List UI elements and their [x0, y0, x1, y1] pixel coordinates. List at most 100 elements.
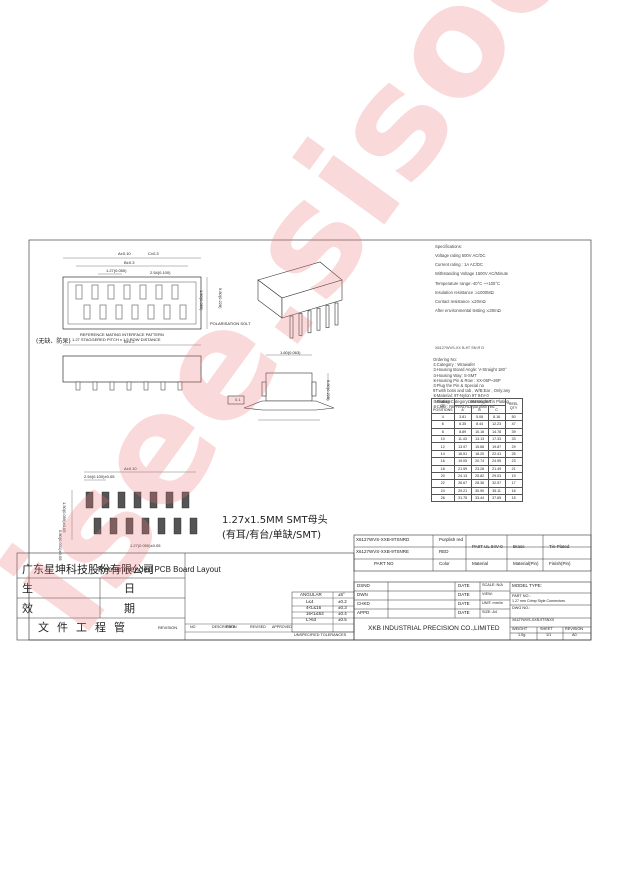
- pcb-pad: [149, 491, 158, 509]
- spec-line: Contact resistance :≤20mΩ: [435, 299, 486, 304]
- dim-cell: 21.49: [487, 464, 506, 473]
- dim-cell: 12.23: [487, 420, 506, 429]
- parts-header: Material(Pin): [513, 561, 539, 566]
- top-pin: [91, 284, 99, 300]
- tol-footer: UNSPECIFIED TOLERANCES: [294, 633, 347, 637]
- dim-cell: 29.21: [453, 486, 472, 496]
- side-view: [227, 354, 335, 421]
- dim-cell: 30.90: [470, 486, 489, 496]
- dim-cell: 33.44: [470, 494, 489, 503]
- parts-header: Color: [439, 561, 450, 566]
- interface-note: REFERENCE MATING INTERFACE PATTERN: [80, 332, 164, 337]
- stamp-ri: 日: [124, 582, 135, 595]
- tb-weight: WEIGHT: [512, 627, 528, 631]
- product-subtitle: (有耳/有台/单缺/SMT): [222, 530, 321, 541]
- dim-cell: 12: [431, 442, 455, 451]
- iso-pin: [289, 315, 294, 339]
- front-foot: [177, 381, 183, 391]
- parts-cell: X6127WVS-XXB-9TSNRD: [356, 537, 410, 542]
- ordering-line: ②Housing Board Angle: V-Straight 180°: [433, 367, 507, 373]
- dim-cell: 8.89: [453, 427, 472, 436]
- ordering-line: ⑤Plug the Pin & Special no: [433, 383, 485, 388]
- parts-cell: Purplish red: [439, 537, 464, 542]
- end-dim: 1.60(0.063): [280, 350, 301, 355]
- front-foot: [126, 381, 132, 391]
- dim-cell: 20.74: [470, 457, 489, 466]
- dim-cell: 17: [504, 479, 523, 488]
- pcb-dim-a: A±0.10: [124, 466, 137, 471]
- dim-cell: 25.82: [470, 471, 489, 481]
- top-pin: [83, 304, 91, 320]
- pcb-pad: [157, 517, 166, 535]
- top-pin: [155, 284, 163, 300]
- iso-view: [257, 261, 343, 339]
- top-pin: [139, 284, 147, 300]
- tb-date-4: DATE: [458, 610, 470, 615]
- top-pin: [131, 304, 139, 320]
- pcb-dim-r: 1.27(0.050)±0.05: [130, 543, 161, 548]
- dim-cell: 15.68: [470, 442, 489, 451]
- dim-cell: 16: [431, 457, 455, 466]
- revision-col-header: DESCRIPTION: [212, 625, 237, 629]
- pcb-layout-title: Recommended PCB Board Layout: [98, 565, 221, 574]
- ordering-line: ⑥Material: 9T-Nylon 9T 94V-0: [433, 393, 489, 399]
- dim-cell: 20: [431, 471, 455, 481]
- dim-cell: 10: [431, 434, 455, 444]
- dim-cell: 4: [431, 412, 455, 422]
- iso-pin: [334, 302, 339, 326]
- dim-cell: 13.97: [453, 442, 472, 451]
- dim-cell: 25: [504, 449, 523, 459]
- spec-line: Insulation resistance :≥1000MΩ: [435, 289, 494, 295]
- tb-dwg-label: DWG NO.:: [512, 606, 531, 610]
- dim-cell: 35.11: [487, 486, 506, 496]
- top-pin: [99, 304, 107, 320]
- pcb-pad: [133, 491, 142, 509]
- dim-cell: 29: [504, 442, 523, 451]
- front-dim: B±0.2: [124, 339, 135, 344]
- pcb-pad: [125, 517, 134, 535]
- ordering-line: 9T:with boss and tab , W/B:Ear , Only:an…: [433, 388, 511, 394]
- pcb-pad: [189, 517, 198, 535]
- revision-col-header: NO: [190, 625, 196, 629]
- tb-company: XKB INDUSTRIAL PRECISION CO.,LIMITED: [368, 625, 500, 632]
- dim-cell: 19.05: [453, 457, 472, 466]
- dim-cell: 16.51: [453, 449, 472, 459]
- top-pin: [75, 284, 83, 300]
- dim-cell: 28.36: [470, 479, 489, 488]
- parts-cell: PA9T UL 94V-0: [472, 544, 503, 549]
- tol-angular-val: ±5°: [338, 592, 345, 597]
- top-pin: [171, 284, 179, 300]
- pcb-pad: [165, 491, 174, 509]
- tb-chkd: CHKD: [357, 601, 370, 606]
- dim-pitch1: 1.27(0.050): [106, 268, 127, 273]
- stamp-qi: 期: [124, 602, 135, 615]
- spec-line: Withstanding Voltage 1500V AC/Minute: [435, 271, 509, 277]
- dim-pitch2: 2.54(0.100): [150, 270, 171, 275]
- dim-cell: 11.43: [453, 434, 472, 444]
- tb-weight-val: 1.0g: [518, 633, 526, 637]
- pcb-pad: [109, 517, 118, 535]
- spec-line: After environmental testing :≤30mΩ: [435, 308, 501, 314]
- parts-header: Finish(Pin): [549, 561, 571, 566]
- dim-cell: 24.95: [487, 457, 506, 466]
- stamp-file: 文件工程管: [38, 621, 133, 634]
- dim-c: C±0.3: [148, 251, 159, 256]
- dim-cell: 24.13: [453, 471, 472, 481]
- dim-cell: 8: [431, 427, 455, 436]
- dim-cell: 23.28: [470, 464, 489, 473]
- dim-cell: 8.16: [487, 412, 506, 422]
- dim-cell: 33: [504, 434, 523, 444]
- dim-cell: 14.78: [487, 427, 506, 436]
- tb-date-1: DATE: [458, 583, 470, 588]
- tol-range: 16<L≤63: [306, 611, 324, 616]
- dim-header: DIMENSIONS: [453, 397, 506, 407]
- tb-view: VIEW:: [482, 592, 493, 596]
- parts-header: PART NO: [374, 561, 394, 566]
- front-foot: [75, 381, 81, 391]
